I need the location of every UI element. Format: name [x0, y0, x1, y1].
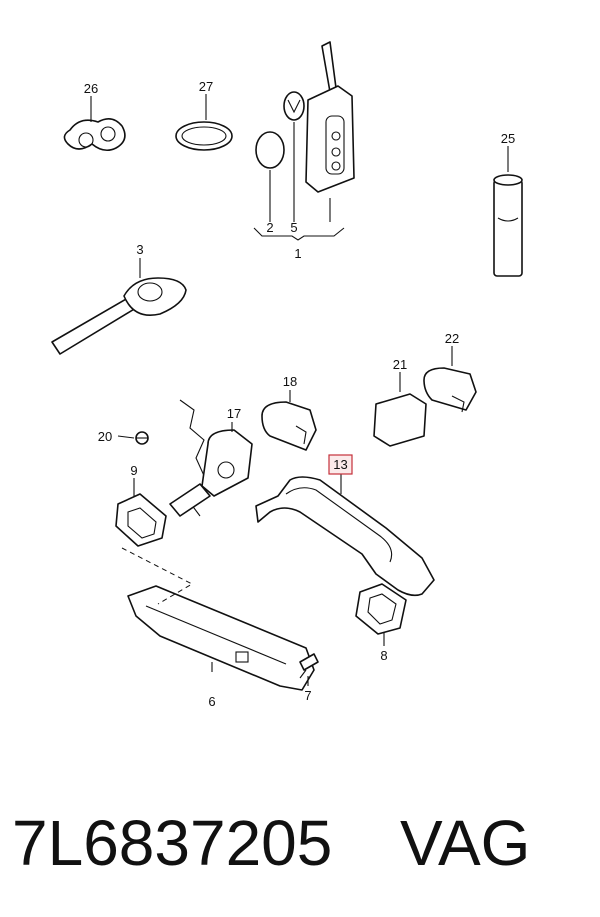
part-9-gasket [115, 493, 167, 547]
leader-lines [90, 94, 509, 686]
part-3-key-blade [51, 277, 187, 355]
part-26-double-gasket [63, 118, 126, 152]
callout-20: 20 [98, 429, 112, 444]
callout-6: 6 [208, 694, 215, 709]
part-7-bolt [299, 653, 319, 679]
callout-5: 5 [290, 220, 297, 235]
part-20-screw [135, 431, 149, 445]
part-number: 7L6837205 [12, 807, 333, 879]
part-6-support-bracket [127, 585, 315, 691]
callout-13-highlight-box [328, 454, 353, 475]
callout-26: 26 [84, 81, 98, 96]
callout-17: 17 [227, 406, 241, 421]
part-13-door-handle [255, 476, 435, 597]
callout-8: 8 [380, 648, 387, 663]
part-25-grease-tube [493, 174, 523, 277]
callout-13: 13 [333, 457, 347, 472]
callout-3: 3 [136, 242, 143, 257]
brand-name: VAG [400, 807, 531, 879]
callout-22: 22 [445, 331, 459, 346]
callout-27: 27 [199, 79, 213, 94]
callout-9: 9 [130, 463, 137, 478]
callout-7: 7 [304, 688, 311, 703]
part-18-cover-cap [261, 401, 317, 451]
exploded-parts-diagram: 26 27 2 5 1 25 3 18 21 22 17 20 9 13 8 6… [51, 41, 523, 709]
part-22-cover [423, 367, 477, 413]
part-8-seal [355, 583, 407, 635]
part-27-o-ring [175, 121, 233, 151]
part-21-cap [373, 393, 427, 447]
callout-21: 21 [393, 357, 407, 372]
callout-1: 1 [294, 246, 301, 261]
callout-2: 2 [266, 220, 273, 235]
part-1-flip-key [305, 41, 355, 193]
callout-18: 18 [283, 374, 297, 389]
part-17-lock-cylinder [169, 429, 253, 517]
part-5-emblem [283, 91, 305, 121]
callout-25: 25 [501, 131, 515, 146]
part-2-battery [255, 131, 285, 169]
